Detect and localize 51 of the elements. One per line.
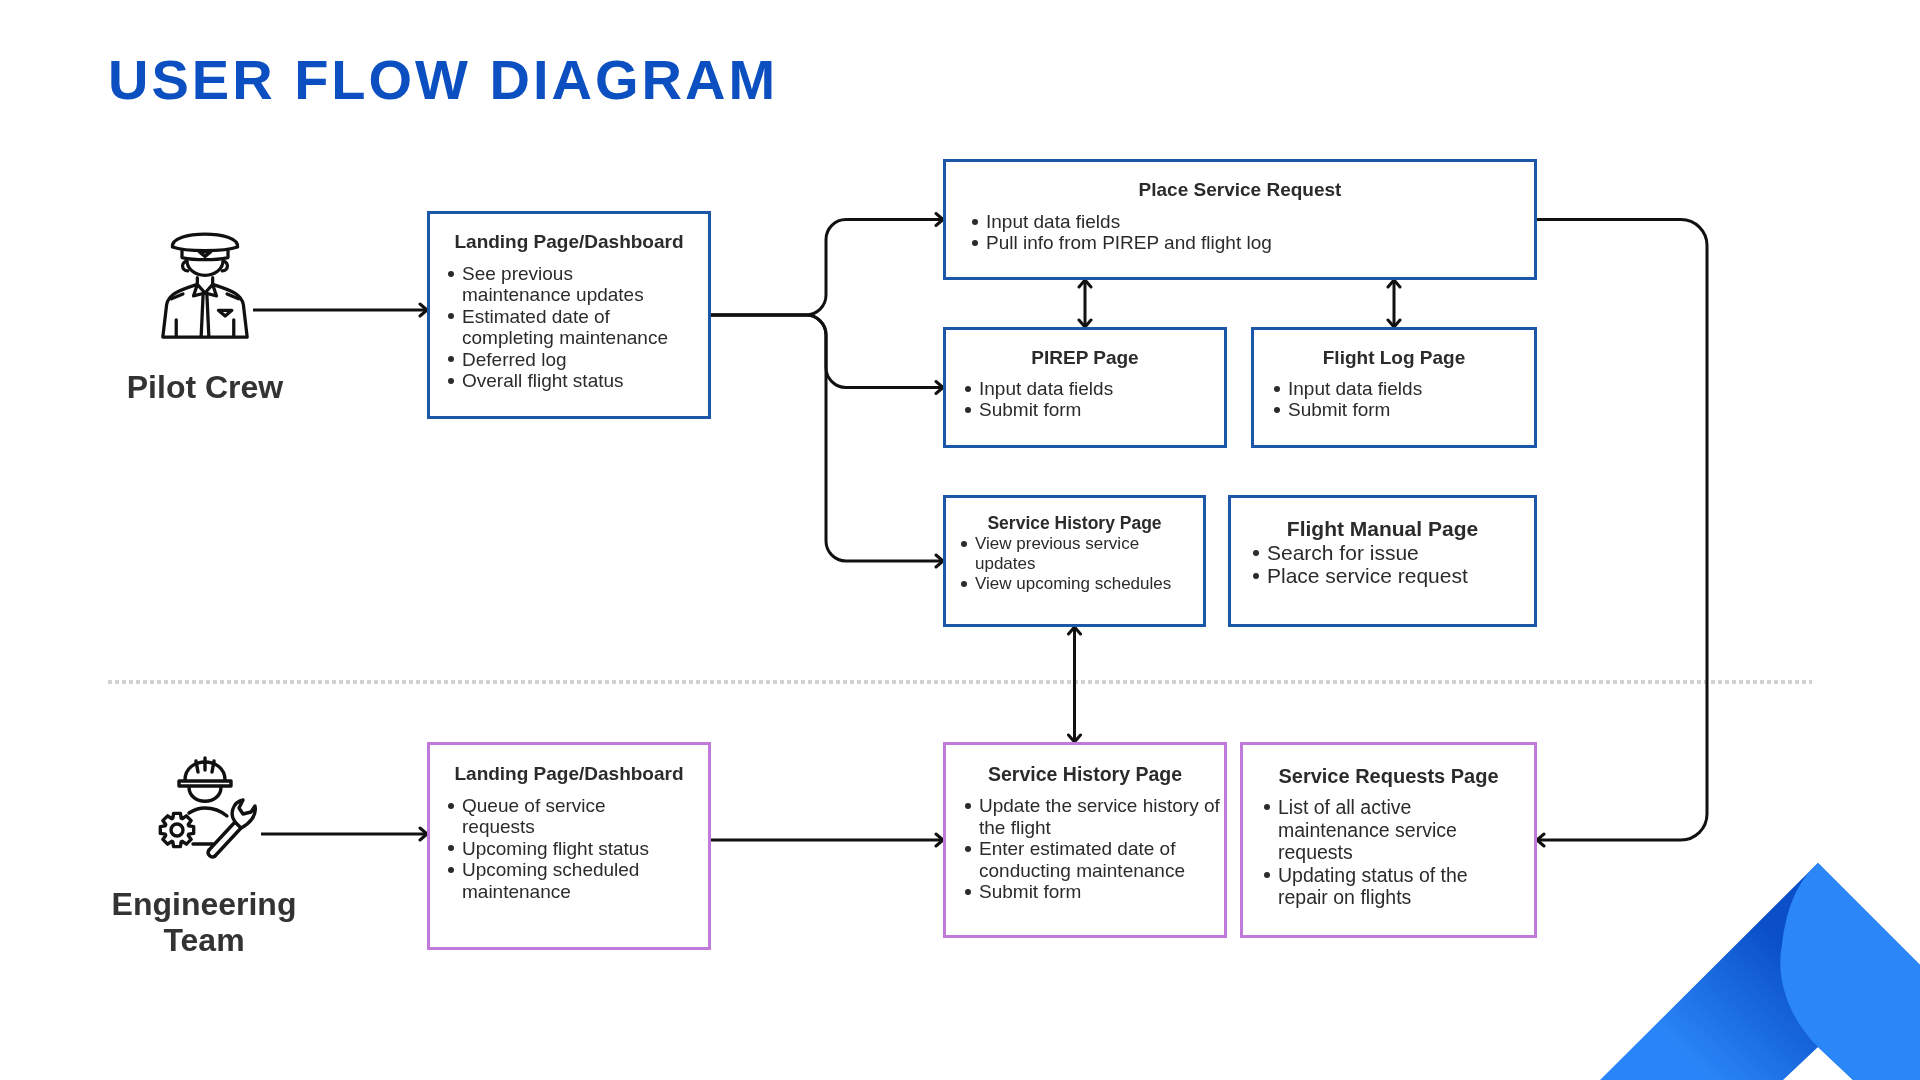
box-heading: Landing Page/Dashboard bbox=[453, 231, 685, 254]
person-caption: Pilot Crew bbox=[125, 370, 285, 406]
double-arrow bbox=[1386, 278, 1402, 329]
process-box bbox=[1240, 742, 1537, 938]
bullet-item: Submit form bbox=[1288, 399, 1391, 421]
box-heading: Flight Log Page bbox=[1321, 347, 1467, 370]
process-box bbox=[943, 742, 1227, 938]
bullet-item: Submit form bbox=[979, 881, 1082, 903]
bullet-item: Overall flight status bbox=[462, 370, 624, 392]
double-arrow bbox=[1077, 278, 1093, 329]
arrow bbox=[261, 826, 429, 842]
process-box bbox=[427, 211, 711, 419]
bullet-item: See previous maintenance updates bbox=[462, 262, 645, 306]
bullet-item: View upcoming schedules bbox=[975, 574, 1172, 595]
diagram-title: USER FLOW DIAGRAM bbox=[108, 48, 779, 113]
bullet-item: Search for issue bbox=[1267, 541, 1419, 565]
bullet-item: Upcoming flight status bbox=[462, 837, 649, 860]
bullet-item: List of all active maintenance service requests bbox=[1278, 796, 1458, 864]
bullet-item: Submit form bbox=[979, 399, 1082, 421]
box-heading: Flight Manual Page bbox=[1285, 516, 1480, 542]
box-heading: Service Requests Page bbox=[1277, 764, 1500, 788]
arrow bbox=[253, 302, 429, 318]
process-box bbox=[1251, 327, 1537, 448]
process-box bbox=[427, 742, 711, 950]
process-box bbox=[943, 495, 1206, 627]
bullet-item: Input data fields bbox=[986, 210, 1121, 233]
box-heading: Landing Page/Dashboard bbox=[453, 763, 685, 786]
bullet-item: Pull info from PIREP and flight log bbox=[986, 232, 1272, 254]
bullet-item: Deferred log bbox=[462, 348, 567, 371]
box-heading: Service History Page bbox=[986, 513, 1163, 534]
box-heading: Place Service Request bbox=[1137, 179, 1343, 202]
arrow bbox=[711, 832, 945, 848]
arrow bbox=[711, 313, 945, 569]
double-arrow bbox=[1067, 625, 1082, 744]
bullet-item: Updating status of the repair on flights bbox=[1278, 863, 1469, 910]
bullet-item: Upcoming scheduled maintenance bbox=[462, 859, 641, 903]
box-heading: Service History Page bbox=[987, 763, 1183, 787]
process-box bbox=[1228, 495, 1537, 627]
box-heading: PIREP Page bbox=[1030, 347, 1140, 370]
bullet-item: Estimated date of completing maintenance bbox=[462, 305, 669, 349]
person-caption: Engineering Team bbox=[110, 887, 298, 959]
process-box bbox=[943, 327, 1227, 448]
bullet-item: View previous service updates bbox=[975, 534, 1141, 575]
bullet-item: Enter estimated date of conducting maintenance bbox=[979, 838, 1186, 882]
process-box bbox=[943, 159, 1537, 280]
bullet-item: Input data fields bbox=[979, 377, 1114, 400]
bullet-item: Update the service history of the flight bbox=[979, 795, 1220, 839]
bullet-item: Input data fields bbox=[1288, 377, 1423, 400]
bullet-item: Queue of service requests bbox=[462, 794, 607, 838]
arrow bbox=[1535, 218, 1709, 848]
bullet-item: Place service request bbox=[1267, 564, 1468, 588]
